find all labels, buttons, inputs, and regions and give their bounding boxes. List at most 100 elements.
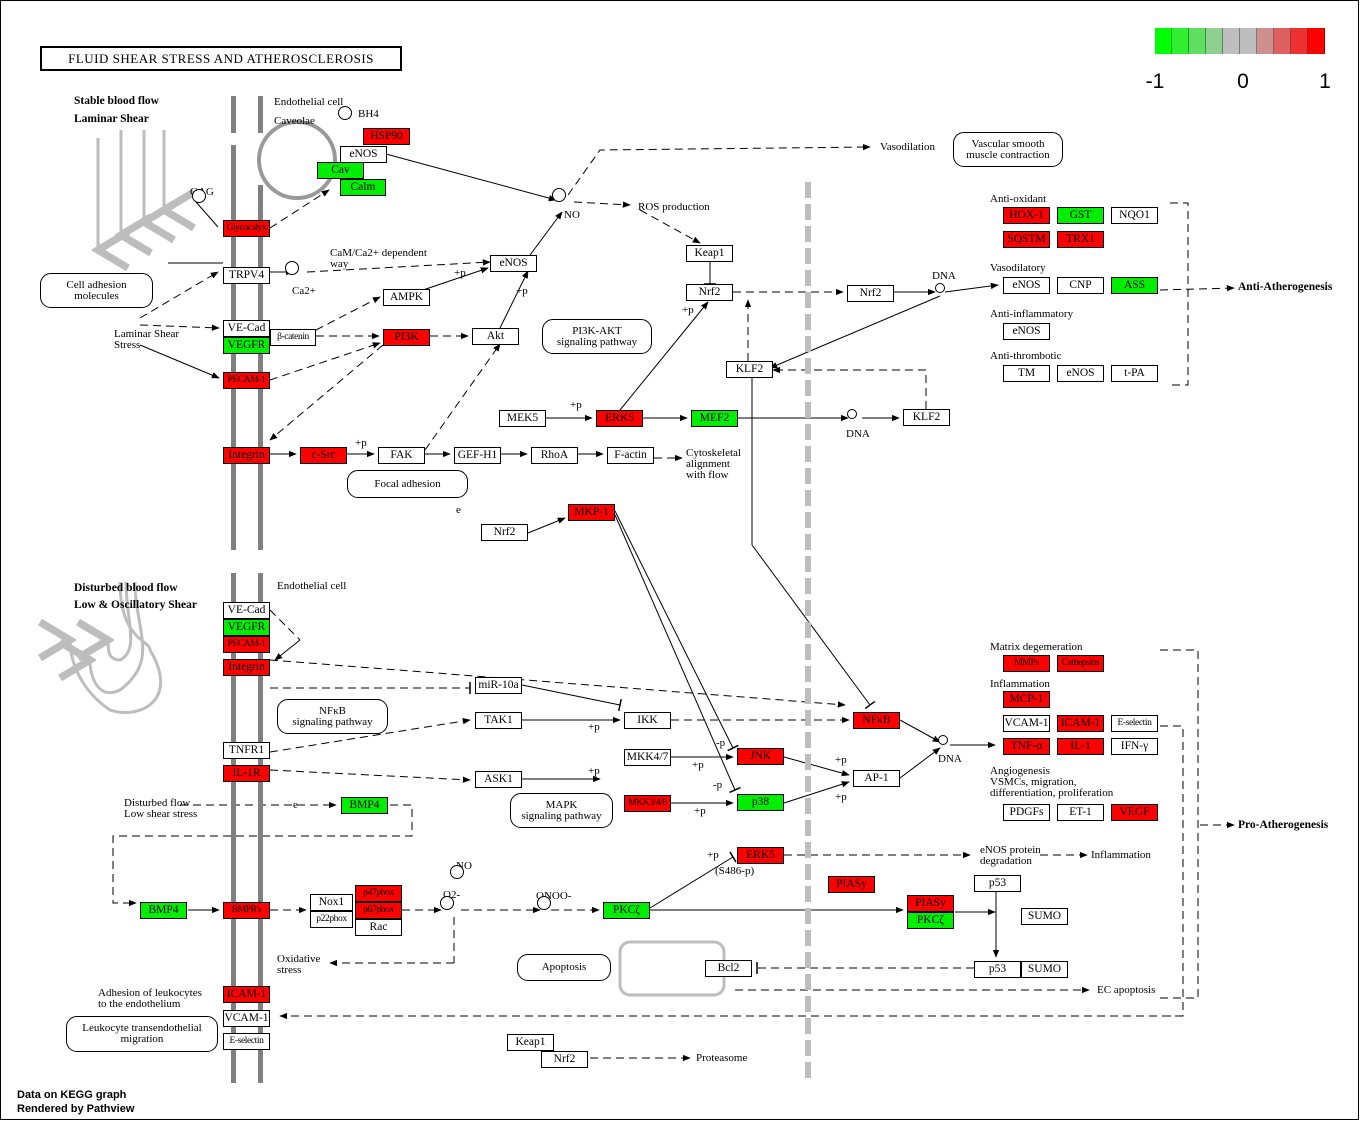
ca2-compound[interactable] xyxy=(285,261,299,275)
gene-node-trpv4[interactable]: TRPV4 xyxy=(223,267,270,284)
gene-node-bmprs[interactable]: BMPR's xyxy=(223,902,270,919)
gene-node-sqstm[interactable]: SQSTM xyxy=(1003,231,1050,248)
gene-node-glycocalyx[interactable]: Glycocalyx xyxy=(223,220,270,237)
gene-node-nox1[interactable]: Nox1 xyxy=(310,894,353,911)
gag-compound[interactable] xyxy=(192,189,206,203)
gene-node-f-actin[interactable]: F-actin xyxy=(607,447,654,464)
gene-node-enos-cav[interactable]: eNOS xyxy=(340,146,387,163)
gene-node-mek5[interactable]: MEK5 xyxy=(499,410,546,427)
gene-node-p53-1[interactable]: p53 xyxy=(974,875,1021,892)
no-compound-bottom[interactable] xyxy=(450,865,464,879)
gene-node-beta-catenin[interactable]: β-catenin xyxy=(270,329,316,346)
gene-node-pias-y-2[interactable]: PIASy xyxy=(907,895,954,912)
gene-node-integrin-1[interactable]: Integrin xyxy=(223,447,270,464)
gene-node-nfkb[interactable]: NFκB xyxy=(853,712,900,729)
gene-node-vcam1-mem[interactable]: VCAM-1 xyxy=(223,1010,270,1027)
gene-node-enos-mid[interactable]: eNOS xyxy=(490,255,537,272)
gene-node-pdgfs[interactable]: PDGFs xyxy=(1003,804,1050,821)
gene-node-pi3k[interactable]: PI3K xyxy=(383,329,430,346)
gene-node-erk5-1[interactable]: ERK5 xyxy=(596,410,643,427)
gene-node-e-selectin-mem[interactable]: E-selectin xyxy=(223,1033,270,1050)
gene-node-akt[interactable]: Akt xyxy=(472,328,519,345)
no-compound-top[interactable] xyxy=(552,188,566,202)
gene-node-cnp[interactable]: CNP xyxy=(1057,277,1104,294)
gene-node-ask1[interactable]: ASK1 xyxy=(475,771,522,788)
gene-node-klf2-2[interactable]: KLF2 xyxy=(903,409,950,426)
o2-compound[interactable] xyxy=(440,896,454,910)
gene-node-ampk[interactable]: AMPK xyxy=(383,289,430,306)
gene-node-ifn-g[interactable]: IFN-γ xyxy=(1111,738,1158,755)
gene-node-klf2-1[interactable]: KLF2 xyxy=(726,361,773,378)
gene-node-e-selectin-nuc[interactable]: E-selectin xyxy=(1111,715,1158,732)
gene-node-rac[interactable]: Rac xyxy=(355,919,402,936)
gene-node-erk5-2[interactable]: ERK5 xyxy=(737,847,784,864)
gene-node-jnk[interactable]: JNK xyxy=(737,748,784,765)
gene-node-fak[interactable]: FAK xyxy=(378,447,425,464)
gene-node-ap1[interactable]: AP-1 xyxy=(853,770,900,787)
gene-node-mcp1[interactable]: MCP-1 xyxy=(1003,691,1050,708)
dna-compound-1[interactable] xyxy=(935,283,945,293)
gene-node-mef2[interactable]: MEF2 xyxy=(691,410,738,427)
gene-node-cathepsins[interactable]: Cathepsins xyxy=(1057,655,1104,672)
gene-node-pkcz-2[interactable]: PKCζ xyxy=(907,912,954,929)
pathway-link-cell-adhesion[interactable]: Cell adhesion molecules xyxy=(40,273,153,308)
gene-node-pkcz-1[interactable]: PKCζ xyxy=(603,902,650,919)
gene-node-bmp4-1[interactable]: BMP4 xyxy=(341,797,388,814)
pathway-link-vascular-smooth[interactable]: Vascular smooth muscle contraction xyxy=(953,132,1063,167)
gene-node-calm[interactable]: Calm xyxy=(340,179,386,196)
gene-node-nrf2-2[interactable]: Nrf2 xyxy=(481,524,528,541)
gene-node-icam1-nuc[interactable]: ICAM-1 xyxy=(1057,715,1104,732)
gene-node-keap1-1[interactable]: Keap1 xyxy=(686,245,733,262)
gene-node-keap1-2[interactable]: Keap1 xyxy=(507,1034,554,1051)
onoo-compound[interactable] xyxy=(537,896,551,910)
gene-node-vegf[interactable]: VEGF xyxy=(1111,804,1158,821)
gene-node-ve-cad-2[interactable]: VE-Cad xyxy=(223,602,270,619)
gene-node-vcam1-nuc[interactable]: VCAM-1 xyxy=(1003,715,1050,732)
gene-node-p47phox[interactable]: p47phox xyxy=(355,885,402,902)
gene-node-c-src[interactable]: c-Src xyxy=(300,447,347,464)
gene-node-hsp90[interactable]: HSP90 xyxy=(363,128,410,145)
pathway-link-apoptosis[interactable]: Apoptosis xyxy=(517,954,611,981)
gene-node-mkp1[interactable]: MKP-1 xyxy=(568,504,615,521)
gene-node-nrf2-nuc[interactable]: Nrf2 xyxy=(847,285,894,302)
gene-node-t-pa[interactable]: t-PA xyxy=(1111,365,1158,382)
gene-node-hox1[interactable]: HOX-1 xyxy=(1003,207,1050,224)
gene-node-ve-cad-1[interactable]: VE-Cad xyxy=(223,320,270,337)
gene-node-mir-10a[interactable]: miR-10a xyxy=(475,677,522,694)
gene-node-ass[interactable]: ASS xyxy=(1111,277,1158,294)
gene-node-vegfr-2[interactable]: VEGFR xyxy=(223,619,270,636)
gene-node-vegfr-1[interactable]: VEGFR xyxy=(223,337,270,354)
gene-node-bmp4-2[interactable]: BMP4 xyxy=(140,902,187,919)
gene-node-tm[interactable]: TM xyxy=(1003,365,1050,382)
gene-node-p67phox[interactable]: p67phox xyxy=(355,902,402,919)
gene-node-nrf2-1[interactable]: Nrf2 xyxy=(686,284,733,301)
gene-node-mkk47[interactable]: MKK4/7 xyxy=(624,749,671,766)
gene-node-cav[interactable]: Cav xyxy=(317,162,364,179)
pathway-link-pi3k-akt[interactable]: PI3K-AKT signaling pathway xyxy=(542,319,652,354)
gene-node-bcl2[interactable]: Bcl2 xyxy=(705,960,752,977)
gene-node-mmps[interactable]: MMPs xyxy=(1003,655,1050,672)
gene-node-et-1[interactable]: ET-1 xyxy=(1057,804,1104,821)
dna-compound-2[interactable] xyxy=(847,409,857,419)
gene-node-trx1[interactable]: TRX1 xyxy=(1057,231,1104,248)
gene-node-icam1-mem[interactable]: ICAM-1 xyxy=(223,986,270,1003)
bh4-compound[interactable] xyxy=(338,106,352,120)
gene-node-rhoa[interactable]: RhoA xyxy=(531,447,578,464)
gene-node-p53-2[interactable]: p53 xyxy=(974,961,1021,978)
gene-node-p38[interactable]: p38 xyxy=(737,794,784,811)
gene-node-tnf-a[interactable]: TNF-α xyxy=(1003,738,1050,755)
gene-node-integrin-2[interactable]: Integrin xyxy=(223,659,270,676)
gene-node-nqo1[interactable]: NQO1 xyxy=(1111,207,1158,224)
pathway-link-focal-adhesion[interactable]: Focal adhesion xyxy=(347,470,468,498)
gene-node-ikk[interactable]: IKK xyxy=(624,712,671,729)
gene-node-sumo-2[interactable]: SUMO xyxy=(1021,961,1068,978)
gene-node-pecam1-2[interactable]: PECAM-1 xyxy=(223,636,270,653)
pathway-link-nfkb[interactable]: NFκB signaling pathway xyxy=(277,699,388,734)
gene-node-tnfr1[interactable]: TNFR1 xyxy=(223,742,270,759)
gene-node-il-1r[interactable]: IL-1R xyxy=(223,765,270,782)
gene-node-enos-antiinf[interactable]: eNOS xyxy=(1003,323,1050,340)
gene-node-tak1[interactable]: TAK1 xyxy=(475,712,522,729)
gene-node-gst[interactable]: GST xyxy=(1057,207,1104,224)
pathway-link-leukocyte-migration[interactable]: Leukocyte transendothelial migration xyxy=(66,1016,218,1052)
gene-node-p22phox[interactable]: p22phox xyxy=(310,911,353,928)
